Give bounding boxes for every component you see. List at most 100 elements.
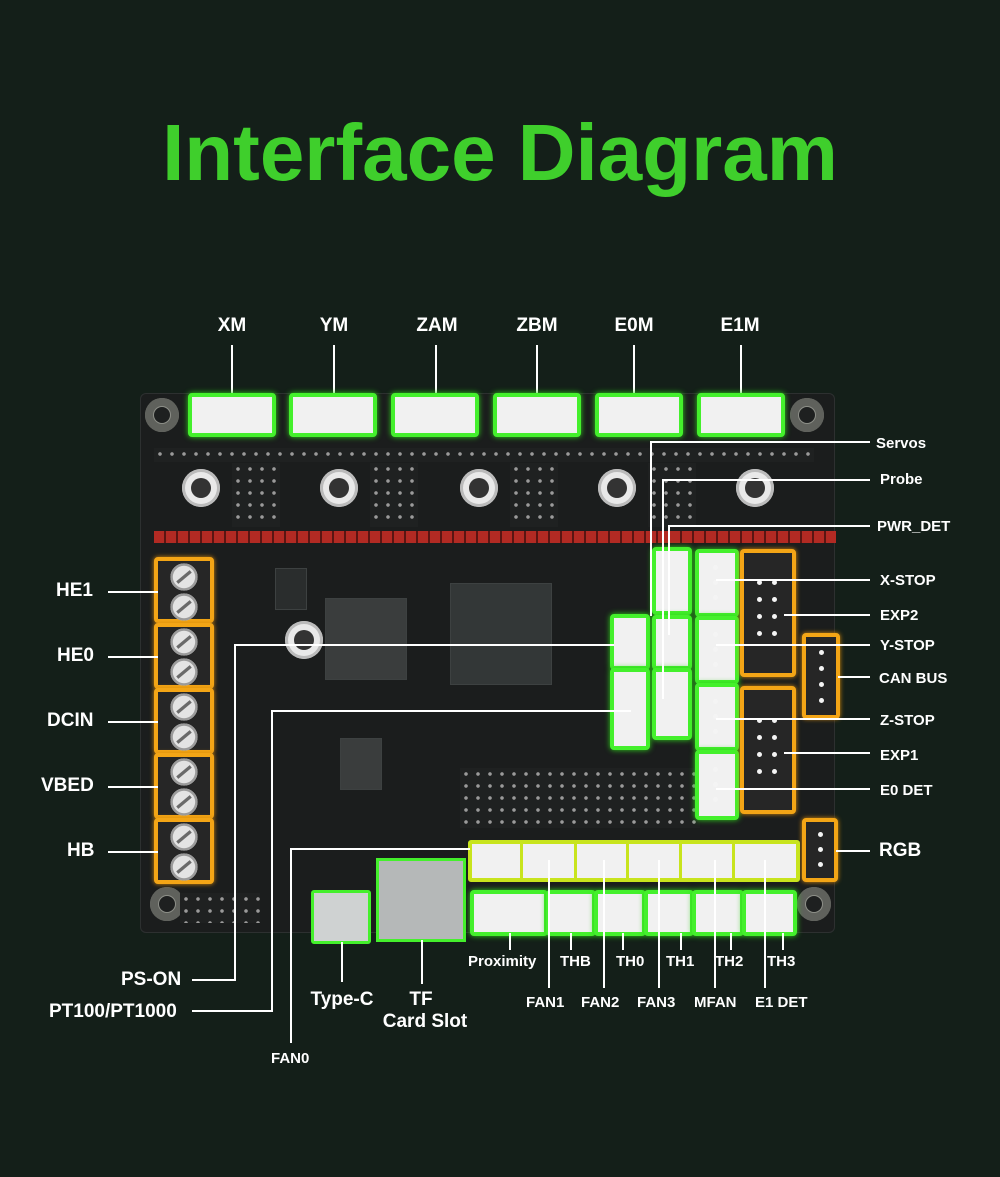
connector-servos <box>610 614 650 670</box>
screw-icon <box>170 758 198 786</box>
page-title: Interface Diagram <box>162 108 838 197</box>
leader-z-stop <box>716 718 870 720</box>
label-he1: HE1 <box>56 580 93 601</box>
pin <box>757 597 762 602</box>
motor-connector-zam <box>391 393 479 437</box>
leader-fan0-h <box>290 848 470 850</box>
label-mfan: MFAN <box>694 994 737 1011</box>
mount-hole-icon <box>797 887 831 921</box>
pin <box>713 580 718 585</box>
leader-tf <box>421 940 423 984</box>
leader-y-stop <box>716 644 870 646</box>
pin <box>713 699 718 704</box>
pin <box>772 752 777 757</box>
leader-x-stop <box>716 579 870 581</box>
ic-chip <box>275 568 307 610</box>
screw-icon <box>170 853 198 881</box>
label-x-stop: X-STOP <box>880 572 936 589</box>
connector-thb <box>546 890 596 936</box>
uart-header <box>180 893 260 923</box>
leader-mfan <box>714 860 716 988</box>
label-vbed: VBED <box>41 775 94 796</box>
capacitor-icon <box>736 469 774 507</box>
label-th2: TH2 <box>715 953 744 970</box>
leader-thb <box>570 933 572 950</box>
pin <box>713 714 718 719</box>
capacitor-icon <box>285 621 323 659</box>
capacitor-icon <box>320 469 358 507</box>
pin <box>819 682 824 687</box>
pin <box>713 662 718 667</box>
label-y-stop: Y-STOP <box>880 637 935 654</box>
terminal-he1 <box>154 557 214 623</box>
connector-exp2 <box>740 549 796 677</box>
mount-hole-icon <box>790 398 824 432</box>
leader-xm <box>231 345 233 395</box>
label-e0m: E0M <box>614 315 654 336</box>
pin <box>772 597 777 602</box>
divider <box>679 843 682 879</box>
label-dcin: DCIN <box>47 710 94 731</box>
label-th3: TH3 <box>767 953 796 970</box>
inductor-small <box>340 738 382 790</box>
label-e1m: E1M <box>720 315 760 336</box>
pin <box>757 718 762 723</box>
label-ym: YM <box>319 315 349 336</box>
leader-exp1 <box>784 752 870 754</box>
leader-e0m <box>633 345 635 395</box>
connector-x-stop <box>695 549 739 617</box>
driver-header <box>648 463 696 527</box>
label-zam: ZAM <box>416 315 458 336</box>
label-hb: HB <box>67 840 95 861</box>
leader-pt100 <box>192 1010 273 1012</box>
label-exp2: EXP2 <box>880 607 919 624</box>
connector-th0 <box>594 890 646 936</box>
label-rgb: RGB <box>879 840 922 861</box>
driver-header <box>232 463 280 527</box>
pin <box>757 614 762 619</box>
mount-hole-icon <box>150 887 184 921</box>
leader-th1 <box>680 933 682 950</box>
connector-probe <box>610 668 650 750</box>
pin <box>713 647 718 652</box>
motor-connector-xm <box>188 393 276 437</box>
pin <box>713 767 718 772</box>
label-fan2: FAN2 <box>581 994 620 1011</box>
divider <box>574 843 577 879</box>
screw-icon <box>170 788 198 816</box>
label-zbm: ZBM <box>516 315 558 336</box>
pin <box>757 631 762 636</box>
label-e0-det: E0 DET <box>880 782 933 799</box>
label-proximity: Proximity <box>468 953 537 970</box>
leader-e1det <box>764 860 766 988</box>
leader-th2 <box>730 933 732 950</box>
leader-ym <box>333 345 335 395</box>
connector-th3 <box>742 890 797 936</box>
pin <box>772 631 777 636</box>
pin-header <box>154 448 814 462</box>
label-xm: XM <box>217 315 247 336</box>
motor-connector-ym <box>289 393 377 437</box>
leader-fan3 <box>658 860 660 988</box>
leader-rgb <box>836 850 870 852</box>
connector-proximity <box>470 890 548 936</box>
label-he0: HE0 <box>57 645 94 666</box>
leader-probe <box>662 479 870 481</box>
label-pt100: PT100/PT1000 <box>49 1001 177 1022</box>
label-card-slot: Card Slot <box>382 1011 468 1032</box>
leader-pwr-det-v <box>668 525 670 635</box>
label-tf: TF <box>409 989 433 1010</box>
pin <box>819 666 824 671</box>
leader-ps-on <box>192 979 236 981</box>
pin <box>757 580 762 585</box>
leader-hb <box>108 851 158 853</box>
leader-fan0-v <box>290 848 292 1043</box>
motor-connector-e0m <box>595 393 683 437</box>
leader-proximity <box>509 933 511 950</box>
mount-hole-icon <box>145 398 179 432</box>
mcu-chip <box>450 583 552 685</box>
leader-probe-v <box>662 479 664 699</box>
divider <box>732 843 735 879</box>
leader-servos <box>650 441 870 443</box>
label-exp1: EXP1 <box>880 747 919 764</box>
